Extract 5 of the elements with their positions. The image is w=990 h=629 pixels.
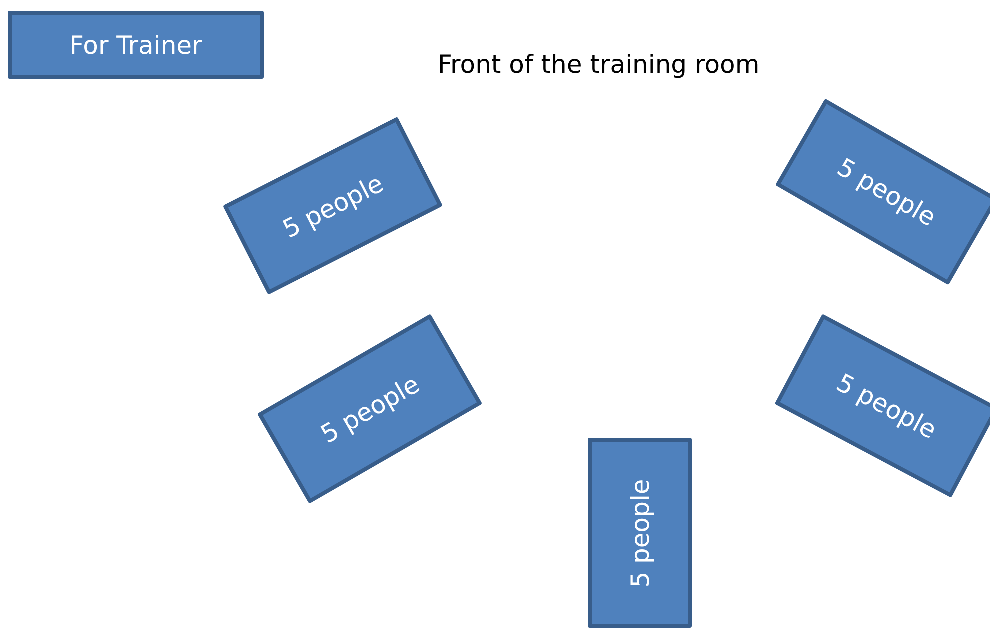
table-label: 5 people	[626, 478, 654, 588]
room-front-label: Front of the training room	[438, 50, 760, 79]
group-table	[588, 438, 692, 628]
trainer-table	[8, 11, 264, 79]
table-label: For Trainer	[70, 30, 202, 60]
